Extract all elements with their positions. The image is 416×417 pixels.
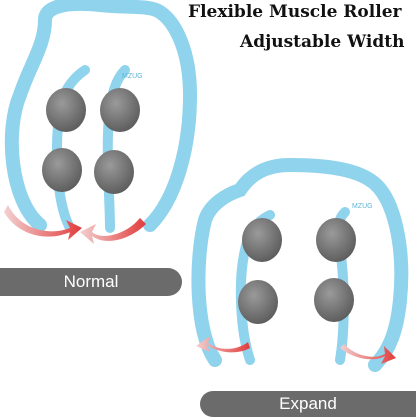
frame-expanded (191, 157, 409, 372)
roller-normal: MZUG (4, 0, 198, 244)
title-adjustable-width: Adjustable Width (240, 32, 405, 52)
roller-expanded: MZUG (191, 157, 409, 372)
label-normal: Normal (0, 268, 182, 296)
brand-mark-normal: MZUG (122, 73, 143, 80)
frame-normal (4, 0, 198, 232)
curved-arrow-icon (4, 205, 82, 240)
roller-balls-expanded (238, 218, 356, 324)
curved-arrow-icon (196, 336, 250, 353)
label-expand: Expand (200, 391, 416, 417)
curved-arrow-icon (340, 344, 396, 364)
title-flexible-muscle-roller: Flexible Muscle Roller (188, 2, 402, 22)
roller-balls-normal (42, 88, 140, 194)
curved-arrow-icon (80, 218, 146, 244)
brand-mark-expanded: MZUG (352, 203, 373, 210)
